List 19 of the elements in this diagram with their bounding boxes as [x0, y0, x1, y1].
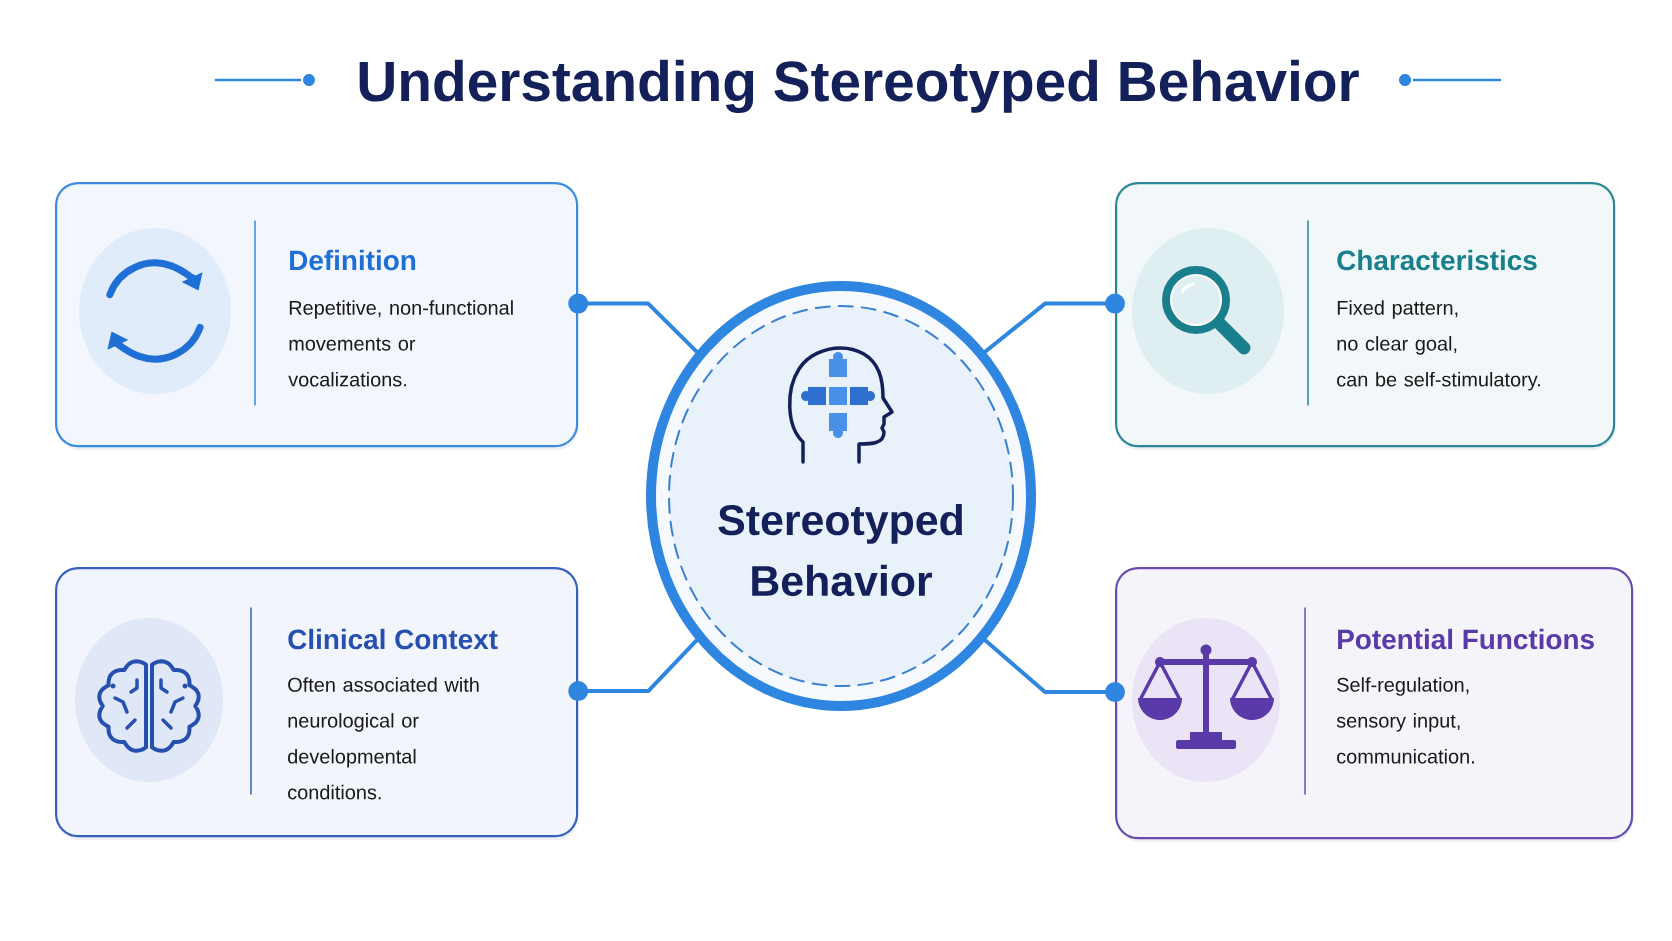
connector [983, 293, 1125, 354]
card-heading: Characteristics [1337, 249, 1537, 271]
connector [568, 638, 699, 702]
connector [568, 293, 699, 354]
card-heading: Clinical Context [288, 628, 498, 650]
info-card [55, 567, 579, 840]
card-heading: Definition [290, 249, 416, 271]
card-description: Self-regulation, sensory input, communication. [1336, 677, 1474, 764]
hub-circle [646, 281, 1036, 711]
card-heading: Potential Functions [1338, 628, 1594, 650]
hub-label: Stereotyped Behavior [718, 503, 962, 597]
card-description: Often associated with neurological or developmental conditions. [288, 677, 479, 800]
connector [983, 638, 1125, 703]
title: Understanding Stereotyped Behavior [359, 59, 1359, 114]
info-card [1115, 182, 1616, 450]
info-card [1115, 567, 1634, 842]
card-description: Fixed pattern, no clear goal, can be self-stimulatory. [1337, 300, 1540, 391]
card-description: Repetitive, non-functional movements or vocalizations. [288, 300, 513, 387]
info-card [55, 182, 579, 450]
